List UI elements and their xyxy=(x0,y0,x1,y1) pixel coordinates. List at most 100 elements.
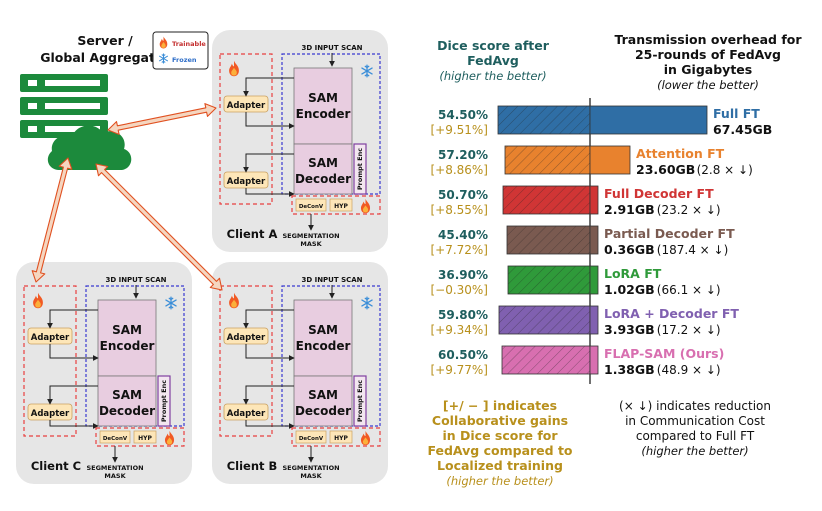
method-name: FLAP-SAM (Ours) xyxy=(604,346,724,361)
transmission-value: 23.60GB xyxy=(636,162,695,177)
dice-bar-hatch xyxy=(497,105,591,135)
adapter-encoder-label: Adapter xyxy=(31,333,70,343)
prompt-encoder-block xyxy=(157,375,171,427)
deconv-block xyxy=(295,430,327,444)
hyp-label: HYP xyxy=(138,435,152,442)
legend: Trainable Frozen xyxy=(152,31,209,70)
server-client-b-arrow xyxy=(95,163,223,291)
trainable-region xyxy=(219,53,273,205)
client-name: Client B xyxy=(227,459,278,473)
reduction-factor: (66.1 × ↓) xyxy=(657,283,721,297)
prompt-encoder-label: Prompt Enc xyxy=(356,148,364,190)
footer-left-line1: [+/ − ] indicates xyxy=(443,398,557,413)
dice-value: 36.90% xyxy=(438,268,488,282)
dice-gain: [+9.34%] xyxy=(430,323,488,337)
method-name: LoRA FT xyxy=(604,266,662,281)
sam-encoder-block xyxy=(97,299,157,377)
transmission-bar xyxy=(589,105,708,135)
hyp-block xyxy=(133,430,157,444)
transmission-value: 3.93GB xyxy=(604,322,655,337)
decoder-head-region xyxy=(291,427,381,447)
footer-right-line2: in Communication Cost xyxy=(625,414,765,428)
server-client-c-arrow xyxy=(31,157,73,283)
method-name: Full Decoder FT xyxy=(604,186,714,201)
dice-gain: [+7.72%] xyxy=(430,243,488,257)
transmission-bar xyxy=(589,345,599,375)
sam-decoder-block xyxy=(293,375,353,427)
segmentation-label: SEGMENTATION xyxy=(282,232,339,240)
adapter-decoder-in-arrow xyxy=(243,385,294,405)
dice-gain: [+9.77%] xyxy=(430,363,488,377)
dice-value: 45.40% xyxy=(438,228,488,242)
dice-value: 50.70% xyxy=(438,188,488,202)
dice-gain: [+8.55%] xyxy=(430,203,488,217)
sam-encoder-label: SAM xyxy=(308,91,338,105)
dice-gain: [+8.86%] xyxy=(430,163,488,177)
server-title-line2: Global Aggregator xyxy=(40,50,170,65)
transmission-value: 1.02GB xyxy=(604,282,655,297)
transmission-bar xyxy=(589,265,599,295)
adapter-decoder-out-arrow xyxy=(49,420,99,429)
dice-bar-hatch xyxy=(498,305,591,335)
adapter-encoder-in-arrow xyxy=(47,309,98,329)
deconv-label: DeConV xyxy=(299,436,324,442)
footer-right-line1: (× ↓) indicates reduction xyxy=(619,399,771,413)
deconv-block xyxy=(99,430,131,444)
transmission-chart: 54.50%[+9.51%]Full FT67.45GB57.20%[+8.86… xyxy=(430,98,772,384)
transmission-bar xyxy=(589,305,599,335)
method-name: LoRA + Decoder FT xyxy=(604,306,739,321)
legend-frozen: Frozen xyxy=(172,56,197,64)
adapter-encoder-in-arrow xyxy=(243,77,294,97)
adapter-decoder-label: Adapter xyxy=(227,177,266,187)
trans-header-line3: in Gigabytes xyxy=(664,62,752,77)
dice-gain: [−0.30%] xyxy=(430,283,488,297)
decoder-label: Decoder xyxy=(295,172,351,186)
footer-left-line5: Localized training xyxy=(437,458,563,473)
footer-right-line3: compared to Full FT xyxy=(636,429,755,443)
decoder-label: Decoder xyxy=(295,404,351,418)
adapter-decoder-in-arrow xyxy=(243,153,294,173)
server: Server / Global Aggregator xyxy=(20,33,171,170)
hyp-label: HYP xyxy=(334,435,348,442)
adapter-encoder-label: Adapter xyxy=(227,101,266,111)
reduction-factor: (48.9 × ↓) xyxy=(657,363,721,377)
adapter-decoder-out-arrow xyxy=(245,420,295,429)
prompt-encoder-block xyxy=(353,375,367,427)
chart-row-4: 45.40%[+7.72%]Partial Decoder FT0.36GB(1… xyxy=(430,225,735,257)
chart-row-6: 59.80%[+9.34%]LoRA + Decoder FT3.93GB(17… xyxy=(430,305,739,337)
dice-header: Dice score after FedAvg (higher the bett… xyxy=(437,38,550,83)
chart-row-3: 50.70%[+8.55%]Full Decoder FT2.91GB(23.2… xyxy=(430,185,721,217)
deconv-block xyxy=(295,198,327,212)
input-scan-label: 3D INPUT SCAN xyxy=(301,276,362,284)
transmission-value: 67.45GB xyxy=(713,122,772,137)
dice-header-line3: (higher the better) xyxy=(439,69,546,83)
decoder-head-region xyxy=(95,427,185,447)
segmentation-label: SEGMENTATION xyxy=(282,464,339,472)
mask-label: MASK xyxy=(104,472,126,480)
dice-gain: [+9.51%] xyxy=(430,123,488,137)
transmission-value: 0.36GB xyxy=(604,242,655,257)
sam-decoder-label: SAM xyxy=(308,156,338,170)
footer-left-line3: in Dice score for xyxy=(442,428,558,443)
mask-label: MASK xyxy=(300,472,322,480)
transmission-bar xyxy=(589,225,599,255)
footer-left-line4: FedAvg compared to xyxy=(427,443,572,458)
footer-left-line6: (higher the better) xyxy=(446,474,553,488)
transmission-value: 2.91GB xyxy=(604,202,655,217)
dice-bar-hatch xyxy=(502,185,591,215)
input-scan-label: 3D INPUT SCAN xyxy=(301,44,362,52)
sam-decoder-block xyxy=(97,375,157,427)
client-name: Client A xyxy=(227,227,278,241)
server-title-line1: Server / xyxy=(77,33,133,48)
chart-row-7: 60.50%[+9.77%]FLAP-SAM (Ours)1.38GB(48.9… xyxy=(430,345,724,377)
dice-bar-hatch xyxy=(506,225,591,255)
hyp-block xyxy=(329,430,353,444)
method-name: Attention FT xyxy=(636,146,725,161)
dice-value: 60.50% xyxy=(438,348,488,362)
dice-bar-hatch xyxy=(504,145,591,175)
sam-encoder-label: SAM xyxy=(112,323,142,337)
communication-arrows xyxy=(31,103,223,291)
dice-header-line1: Dice score after xyxy=(437,38,550,53)
